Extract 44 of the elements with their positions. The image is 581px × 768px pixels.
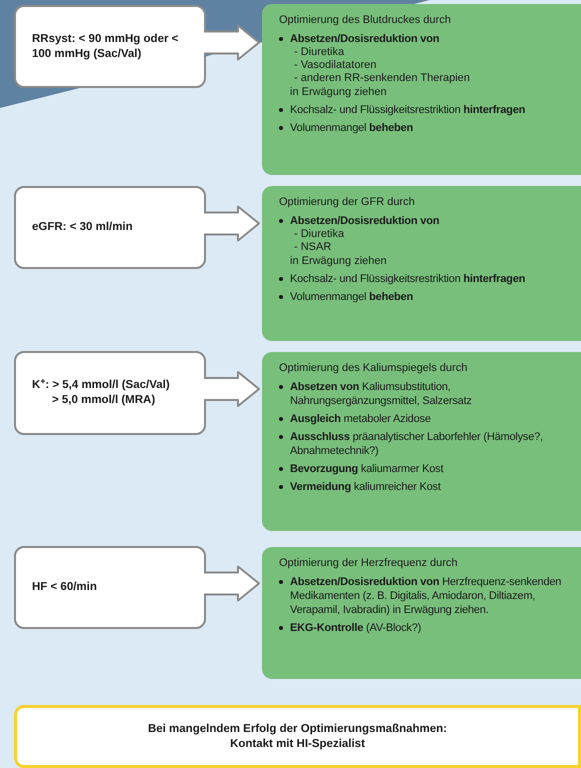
bullet-text: Absetzen/Dosisreduktion von	[290, 214, 440, 228]
condition-box	[14, 546, 206, 629]
sub-item-text: - Vasodilatatoren	[293, 59, 378, 72]
block-arrow	[203, 371, 260, 407]
bullet-text: in Erwägung ziehen	[289, 254, 388, 268]
condition-box	[14, 351, 206, 435]
bullet-text: Volumenmangel beheben	[290, 121, 413, 135]
condition-text: eGFR: < 30 ml/min	[32, 220, 134, 235]
bullet-text: Kochsalz- und Flüssigkeitsrestriktion hinterfragen	[290, 272, 526, 286]
condition-text: HF < 60/min	[32, 580, 98, 595]
bullet-text: Bevorzugung kaliumarmer Kost	[290, 462, 444, 476]
bullet-text: Kochsalz- und Flüssigkeitsrestriktion hinterfragen	[290, 103, 526, 117]
note-text: Kontakt mit HI-Spezialist	[230, 736, 365, 752]
measure-box	[262, 4, 581, 175]
block-arrow	[203, 566, 260, 602]
sub-item-text: - NSAR	[293, 241, 332, 254]
measure-box	[262, 547, 581, 679]
note-text: Bei mangelndem Erfolg der Optimierungsmaßnahmen:	[148, 722, 448, 736]
section-heading: Optimierung der GFR durch	[279, 195, 416, 209]
section-heading: Optimierung der Herzfrequenz durch	[279, 556, 459, 570]
block-arrow	[203, 24, 260, 60]
sub-item-text: - anderen RR-senkenden Therapien	[293, 72, 471, 85]
section-heading: Optimierung des Kaliumspiegels durch	[279, 361, 468, 375]
condition-box	[14, 5, 206, 88]
section-heading: Optimierung des Blutdruckes durch	[279, 13, 452, 27]
note-box	[14, 705, 581, 768]
block-arrow	[203, 206, 260, 242]
bullet-text: Ausschluss präanalytischer Laborfehler (Hämolyse?, Abnahmetechnik?)	[290, 430, 544, 458]
bullet-text: Vermeidung kaliumreicher Kost	[290, 480, 441, 494]
condition-text: K$^{+}$: > 5,4 mmol/l (Sac/Val)	[32, 378, 171, 393]
condition-text: RRsyst: < 90 mmHg oder < 100 mmHg (Sac/Val)	[32, 32, 180, 62]
bullet-text: Volumenmangel beheben	[290, 290, 413, 304]
measure-box	[262, 186, 581, 341]
sub-item-text: - Diuretika	[293, 46, 346, 59]
bullet-text: Absetzen/Dosisreduktion von	[290, 32, 440, 46]
bullet-text: EKG-Kontrolle (AV-Block?)	[290, 621, 422, 635]
bullet-text: Absetzen/Dosisreduktion von Herzfrequenz-senkenden Medikamenten (z. B. Digitalis, Amiodaron, Diltiazem, Verapamil, Ivabradin) in Erwägung ziehen.	[290, 575, 562, 617]
condition-box	[14, 186, 206, 269]
bullet-text: Ausgleich metaboler Azidose	[290, 412, 431, 426]
sub-item-text: - Diuretika	[293, 228, 346, 241]
measure-box	[262, 352, 581, 531]
bullet-text: in Erwägung ziehen	[289, 85, 388, 99]
bullet-text: Absetzen von Kaliumsubstitution, Nahrungsergänzungsmittel, Salzersatz	[290, 380, 473, 408]
condition-text: > 5,0 mmol/l (MRA)	[51, 393, 156, 408]
